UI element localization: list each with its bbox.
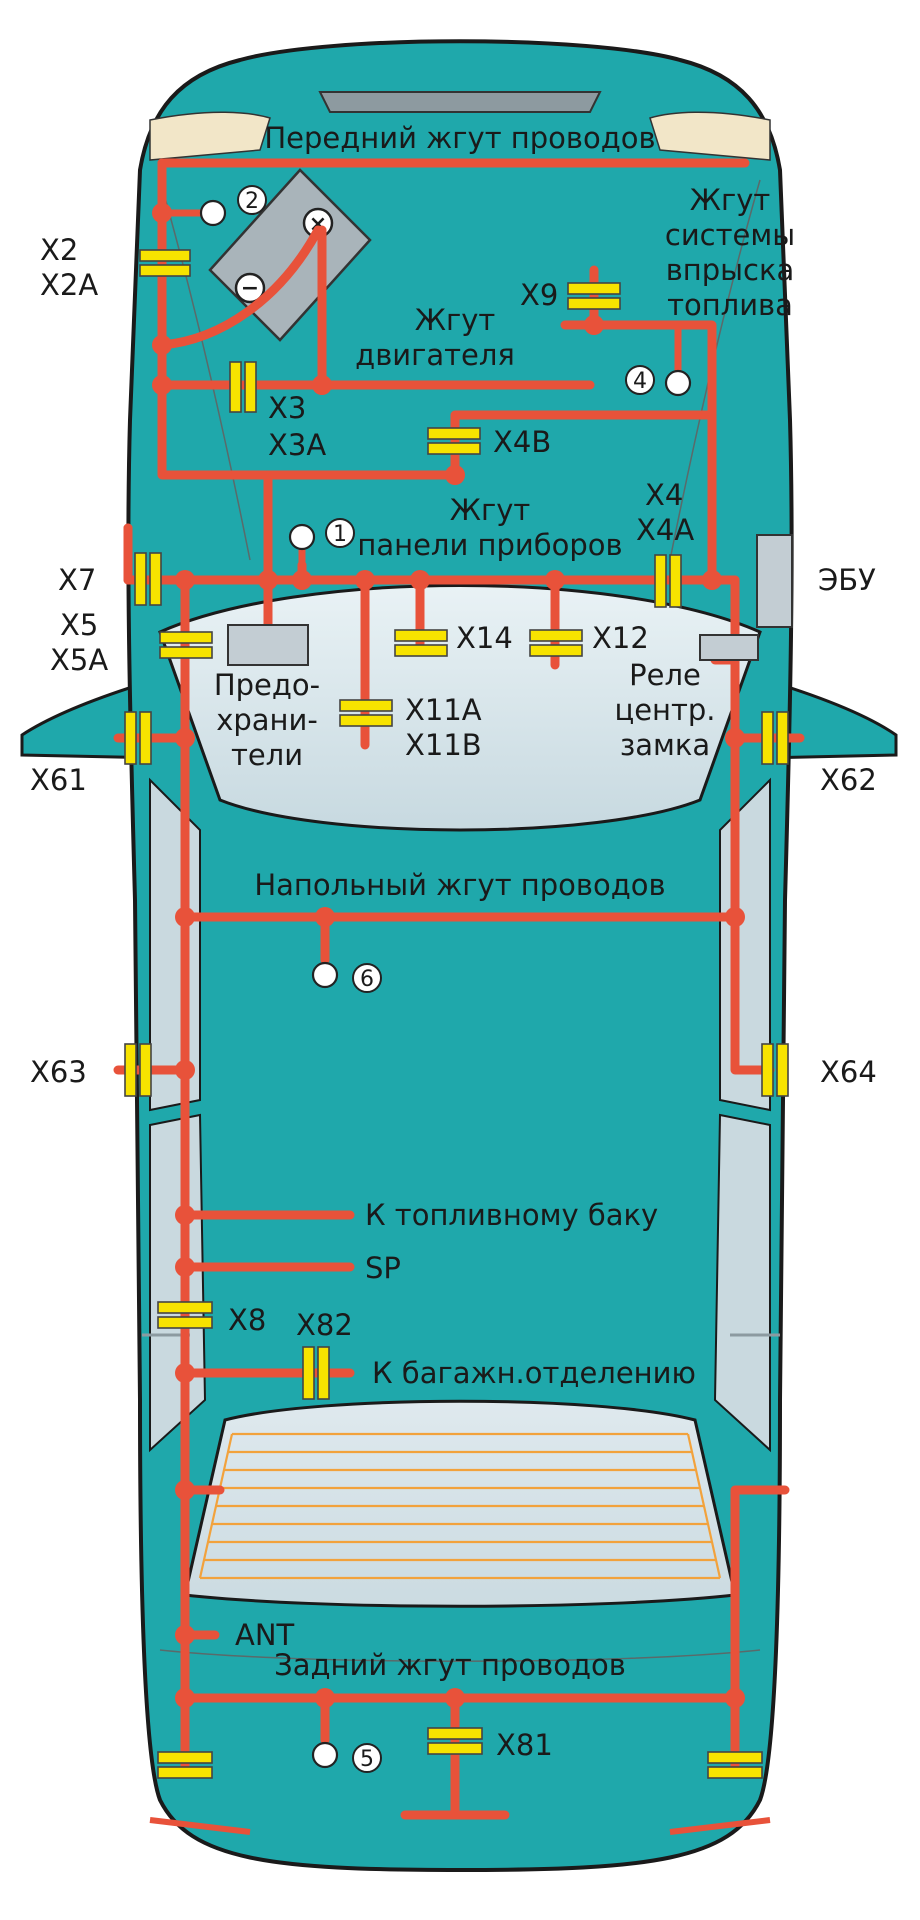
- rear-harness-label: Задний жгут проводов: [274, 1648, 626, 1682]
- connector-x2-label: X2: [40, 233, 78, 267]
- relay-label-2: центр.: [614, 693, 715, 727]
- engine-harness-label-1: Жгут: [415, 303, 496, 337]
- ground-terminal-5: 5: [311, 1741, 382, 1773]
- floor-harness-label: Напольный жгут проводов: [254, 868, 665, 902]
- panel-harness-label-1: Жгут: [450, 493, 531, 527]
- connector-x81: [427, 1727, 483, 1755]
- ground-terminal-1: 1: [288, 518, 355, 582]
- connector-x64: [761, 1043, 789, 1097]
- to-fuel-tank-label: К топливному баку: [365, 1198, 658, 1232]
- connector-ant-label: ANT: [235, 1618, 295, 1652]
- battery-negative-terminal: [234, 272, 266, 304]
- relay-label-3: замка: [620, 728, 710, 762]
- connector-x2: [139, 249, 191, 277]
- svg-text:4: 4: [633, 369, 647, 394]
- labels: Передний жгут проводов Жгут системы впры…: [30, 121, 877, 1762]
- connector-x12: [529, 629, 583, 657]
- connector-x8-label: X8: [228, 1303, 266, 1337]
- svg-text:−: −: [241, 276, 259, 301]
- connector-x5a-label: X5A: [50, 643, 108, 677]
- injection-harness-label-4: топлива: [667, 288, 793, 322]
- connector-x4b-label: X4B: [493, 425, 551, 459]
- injection-harness-label-1: Жгут: [690, 183, 771, 217]
- connector-x9-label: X9: [520, 278, 558, 312]
- fuse-box: [227, 624, 309, 666]
- connector-x8: [157, 1301, 213, 1329]
- svg-text:2: 2: [245, 189, 259, 214]
- relay-label-1: Реле: [629, 658, 701, 692]
- connector-x63: [124, 1043, 152, 1097]
- ecu-label: ЭБУ: [818, 563, 876, 597]
- fuses-label-1: Предо-: [214, 668, 320, 702]
- injection-harness-label-2: системы: [665, 218, 795, 252]
- connector-x7-label: X7: [58, 563, 96, 597]
- connector-x14-label: X14: [456, 621, 513, 655]
- connector-x62-label: X62: [820, 763, 877, 797]
- ground-terminal-6: 6: [311, 961, 382, 993]
- connector-x82-label: X82: [296, 1308, 353, 1342]
- connector-x11: [339, 699, 393, 727]
- ecu-box: [756, 534, 793, 628]
- connector-rear-right: [707, 1751, 763, 1779]
- connector-x62: [761, 711, 789, 765]
- connector-x14: [394, 629, 448, 657]
- connector-x5: [159, 631, 213, 659]
- connector-x4: [654, 554, 682, 608]
- connector-x61: [124, 711, 152, 765]
- rear-defroster: [198, 1432, 722, 1580]
- connector-x2a-label: X2A: [40, 268, 98, 302]
- connector-x81-label: X81: [496, 1728, 553, 1762]
- connector-x64-label: X64: [820, 1055, 877, 1089]
- connector-x3: [229, 361, 257, 413]
- connector-x11a-label: X11A: [405, 693, 482, 727]
- svg-text:1: 1: [333, 522, 347, 547]
- connector-x5-label: X5: [60, 608, 98, 642]
- grille: [318, 91, 602, 113]
- ground-terminal-2: 2: [158, 185, 267, 227]
- windshield: [158, 584, 762, 832]
- connector-x82: [302, 1346, 330, 1400]
- connector-x4b: [427, 427, 481, 455]
- connector-x3-label: X3: [268, 391, 306, 425]
- svg-text:5: 5: [360, 1747, 374, 1772]
- car-body: [20, 39, 898, 1873]
- connector-rear-left: [157, 1751, 213, 1779]
- connector-x61-label: X61: [30, 763, 87, 797]
- rear-glass: [183, 1399, 737, 1608]
- panel-harness-label-2: панели приборов: [357, 528, 622, 562]
- connector-blocks: [124, 249, 789, 1779]
- fuses-label-3: тели: [231, 738, 303, 772]
- connector-x4-label: X4: [645, 478, 683, 512]
- connector-x11b-label: X11B: [405, 728, 482, 762]
- injection-harness-label-3: впрыска: [666, 253, 795, 287]
- connector-x4a-label: X4A: [636, 513, 694, 547]
- left-side-window: [149, 777, 201, 1112]
- ground-terminal-4: 4: [625, 321, 692, 397]
- connector-x63-label: X63: [30, 1055, 87, 1089]
- fuses-label-2: храни-: [216, 703, 318, 737]
- svg-text:6: 6: [360, 967, 374, 992]
- connector-x12-label: X12: [592, 621, 649, 655]
- central-lock-relay: [699, 634, 759, 661]
- front-harness-label: Передний жгут проводов: [264, 121, 655, 155]
- connector-sp-label: SP: [365, 1251, 401, 1285]
- engine-harness-label-2: двигателя: [355, 338, 515, 372]
- connector-x3a-label: X3A: [268, 428, 326, 462]
- connector-x7: [134, 552, 162, 606]
- to-trunk-label: К багажн.отделению: [372, 1356, 696, 1390]
- connector-x9: [567, 282, 621, 310]
